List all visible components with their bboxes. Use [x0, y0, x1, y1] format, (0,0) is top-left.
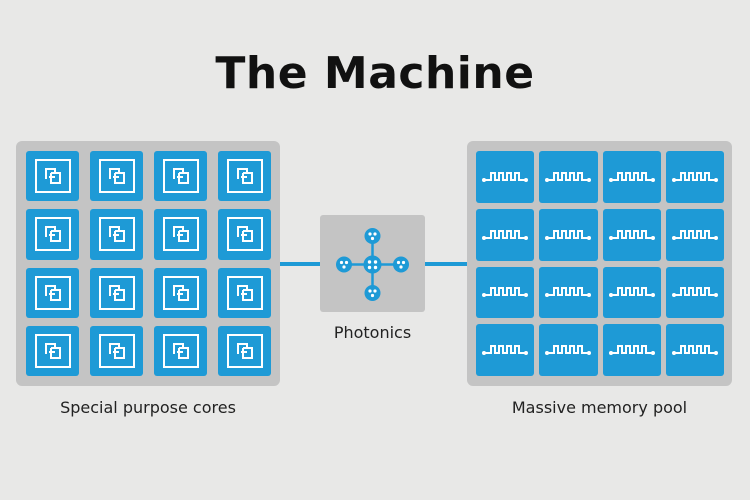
- memory-waveform-icon: [482, 229, 529, 240]
- memory-caption: Massive memory pool: [511, 398, 688, 417]
- core-tile-frame: [226, 159, 263, 194]
- core-tile-frame: [98, 217, 135, 252]
- memory-tile: [602, 208, 661, 261]
- core-tile: [218, 267, 271, 318]
- memory-grid: [476, 151, 724, 376]
- core-tile-frame: [98, 275, 135, 310]
- memory-waveform-icon: [482, 287, 529, 298]
- memory-waveform-icon: [671, 287, 718, 298]
- core-tile: [90, 267, 143, 318]
- photonic-link-right: [425, 262, 467, 266]
- memory-tile: [476, 324, 535, 376]
- core-tile: [218, 325, 271, 376]
- core-chip-icon: [108, 342, 125, 359]
- core-tile: [218, 151, 271, 202]
- core-chip-icon: [172, 226, 189, 243]
- photonics-caption: Photonics: [333, 323, 412, 342]
- page-title: The Machine: [215, 48, 535, 99]
- memory-tile: [476, 266, 535, 319]
- core-chip-icon: [44, 284, 61, 301]
- memory-tile: [665, 208, 724, 261]
- core-chip-icon: [108, 226, 125, 243]
- memory-waveform-icon: [545, 287, 592, 298]
- memory-waveform-icon: [608, 229, 655, 240]
- core-grid: [26, 151, 271, 376]
- core-chip-icon: [172, 168, 189, 185]
- core-tile: [26, 151, 79, 202]
- memory-waveform-icon: [671, 229, 718, 240]
- memory-tile: [539, 324, 598, 376]
- core-tile: [218, 209, 271, 260]
- core-tile-frame: [98, 159, 135, 194]
- core-tile-frame: [226, 217, 263, 252]
- memory-tile: [602, 151, 661, 203]
- memory-tile: [539, 208, 598, 261]
- memory-tile: [476, 151, 535, 203]
- core-tile-frame: [162, 333, 199, 368]
- memory-waveform-icon: [482, 171, 529, 182]
- core-chip-icon: [108, 284, 125, 301]
- core-tile: [154, 151, 207, 202]
- memory-waveform-icon: [482, 345, 529, 356]
- core-tile: [26, 209, 79, 260]
- core-chip-icon: [236, 342, 253, 359]
- memory-tile: [539, 266, 598, 319]
- core-chip-icon: [108, 168, 125, 185]
- memory-waveform-icon: [545, 345, 592, 356]
- core-tile-frame: [34, 159, 71, 194]
- memory-tile: [476, 208, 535, 261]
- memory-waveform-icon: [545, 171, 592, 182]
- core-chip-icon: [172, 342, 189, 359]
- core-tile: [154, 267, 207, 318]
- core-chip-icon: [172, 284, 189, 301]
- memory-waveform-icon: [671, 171, 718, 182]
- core-tile-frame: [162, 159, 199, 194]
- memory-waveform-icon: [608, 345, 655, 356]
- core-tile: [90, 209, 143, 260]
- core-tile-frame: [226, 275, 263, 310]
- core-tile: [90, 325, 143, 376]
- memory-tile: [665, 266, 724, 319]
- core-tile-frame: [162, 275, 199, 310]
- memory-tile: [602, 324, 661, 376]
- core-chip-icon: [44, 226, 61, 243]
- core-tile-frame: [162, 217, 199, 252]
- photonic-link-left: [280, 262, 320, 266]
- core-tile-frame: [34, 333, 71, 368]
- memory-waveform-icon: [608, 171, 655, 182]
- core-chip-icon: [236, 226, 253, 243]
- core-tile-frame: [34, 217, 71, 252]
- core-tile: [154, 209, 207, 260]
- memory-tile: [665, 324, 724, 376]
- core-tile-frame: [34, 275, 71, 310]
- memory-waveform-icon: [671, 345, 718, 356]
- core-tile-frame: [98, 333, 135, 368]
- core-chip-icon: [236, 168, 253, 185]
- core-chip-icon: [44, 342, 61, 359]
- memory-tile: [665, 151, 724, 203]
- memory-waveform-icon: [545, 229, 592, 240]
- memory-tile: [602, 266, 661, 319]
- photonics-network-icon: [336, 228, 409, 301]
- core-tile: [90, 151, 143, 202]
- core-tile: [154, 325, 207, 376]
- core-chip-icon: [44, 168, 61, 185]
- core-tile: [26, 325, 79, 376]
- cores-caption: Special purpose cores: [60, 398, 236, 417]
- core-tile: [26, 267, 79, 318]
- memory-waveform-icon: [608, 287, 655, 298]
- core-chip-icon: [236, 284, 253, 301]
- memory-tile: [539, 151, 598, 203]
- core-tile-frame: [226, 333, 263, 368]
